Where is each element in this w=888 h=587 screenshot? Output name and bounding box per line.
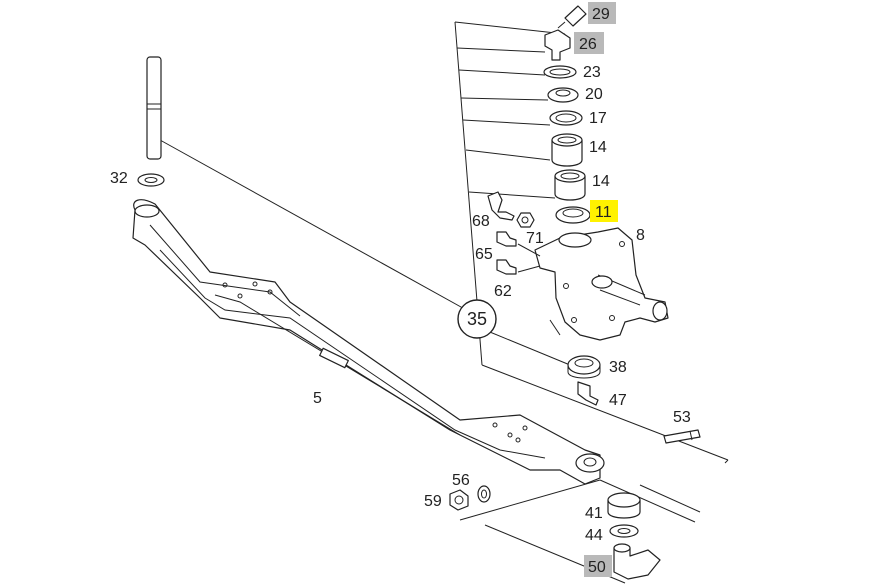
label-14b: 14 <box>592 173 610 190</box>
bushing-14-lower <box>554 169 586 201</box>
label-5: 5 <box>313 390 322 407</box>
king-pin <box>146 56 162 160</box>
label-71: 71 <box>526 230 544 247</box>
label-38: 38 <box>609 359 627 376</box>
highlight-26 <box>574 32 604 54</box>
nut-71 <box>516 212 535 228</box>
label-14a: 14 <box>589 139 607 156</box>
seal-17 <box>549 110 583 126</box>
thrust-washer-11 <box>555 206 591 224</box>
bearing-38 <box>567 355 601 379</box>
label-35: 35 <box>467 309 487 329</box>
label-56: 56 <box>452 472 470 489</box>
bolt-62 <box>496 259 517 275</box>
label-53: 53 <box>673 409 691 426</box>
highlight-50 <box>584 555 612 577</box>
label-17: 17 <box>589 110 607 127</box>
label-68: 68 <box>472 213 490 230</box>
highlight-11 <box>590 200 618 222</box>
grease-nipple-29 <box>557 5 587 29</box>
circlip-23 <box>543 65 577 79</box>
part-labels: 29 26 23 20 17 14 14 11 8 68 71 65 62 35… <box>110 6 691 576</box>
label-44: 44 <box>585 527 603 544</box>
bushing-41 <box>607 492 641 519</box>
steering-knuckle <box>534 227 669 341</box>
washer-44 <box>609 524 639 538</box>
label-50: 50 <box>588 559 606 576</box>
label-47: 47 <box>609 392 627 409</box>
label-41: 41 <box>585 505 603 522</box>
label-11: 11 <box>595 204 612 221</box>
guide-lines <box>159 21 729 584</box>
bolt-65 <box>496 231 517 247</box>
nut-59 <box>449 489 469 511</box>
label-29: 29 <box>592 6 610 23</box>
label-32: 32 <box>110 170 128 187</box>
bolt-53 <box>663 429 701 444</box>
callout-circle-35 <box>457 299 497 339</box>
bolt-68 <box>487 191 515 221</box>
label-23: 23 <box>583 64 601 81</box>
cap-20 <box>547 87 579 103</box>
axle-beam <box>132 199 605 485</box>
washer-32 <box>137 173 165 187</box>
bushing-14-upper <box>551 133 583 167</box>
label-20: 20 <box>585 86 603 103</box>
highlight-29 <box>588 2 616 24</box>
label-65: 65 <box>475 246 493 263</box>
label-8: 8 <box>636 227 645 244</box>
label-59: 59 <box>424 493 442 510</box>
label-26: 26 <box>579 36 597 53</box>
angle-nipple-26 <box>544 29 571 61</box>
label-62: 62 <box>494 283 512 300</box>
grease-fitting-47 <box>577 381 599 406</box>
angle-fitting-50 <box>613 543 661 580</box>
washer-56 <box>477 485 491 503</box>
